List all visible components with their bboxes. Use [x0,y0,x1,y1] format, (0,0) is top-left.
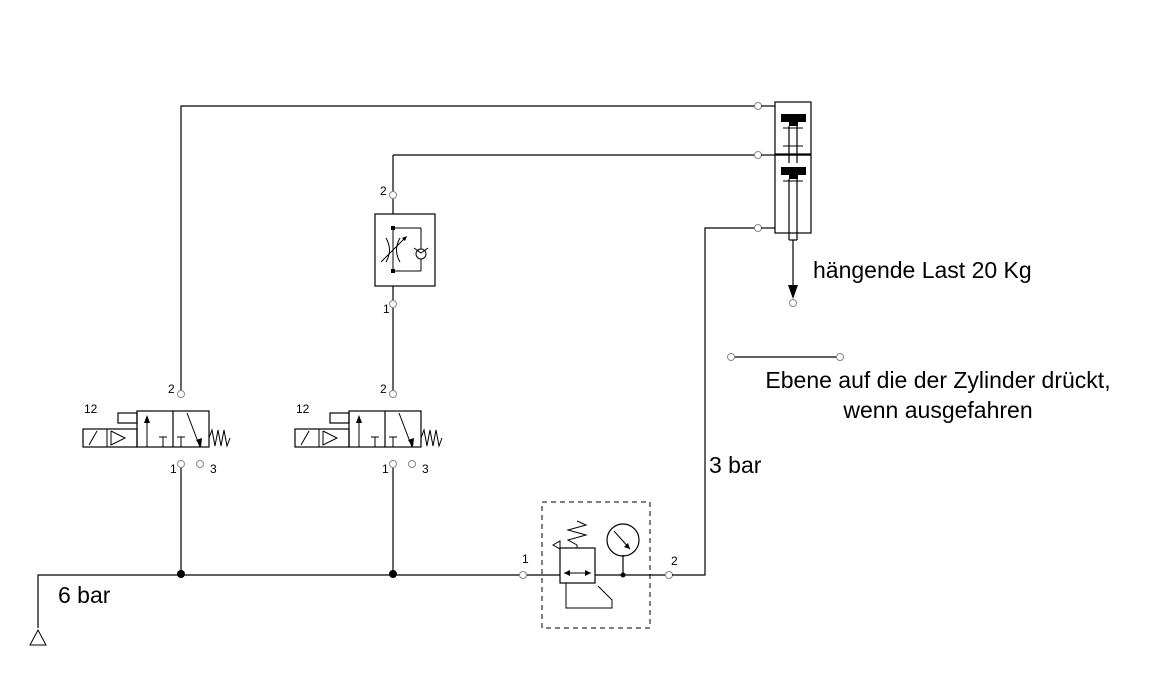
valve1-pilot-label: 12 [84,402,98,416]
plane-label-line2: wenn ausgefahren [842,397,1032,423]
regulated-pressure-label: 3 bar [709,452,762,478]
valve2-pilot-label: 12 [296,402,310,416]
valve1-port-1-label: 1 [170,462,177,476]
valve2-port-2-label: 2 [380,382,387,396]
valve1-lines [180,105,756,574]
reference-plane [727,353,844,361]
throttle-port-1-label: 1 [383,302,390,316]
valve2-lines [392,154,756,574]
regulator-port-2-label: 2 [671,554,678,568]
load-label: hängende Last 20 Kg [813,257,1032,283]
flow-control-valve [374,191,436,308]
valve2-port-3-label: 3 [422,462,429,476]
valve1-port-2-label: 2 [168,382,175,396]
throttle-port-2-label: 2 [380,184,387,198]
load-arrow-icon [788,240,798,307]
plane-label-line1: Ebene auf die der Zylinder drückt, [765,367,1110,393]
solenoid-valve-2 [294,390,443,468]
supply-pressure-label: 6 bar [58,582,111,608]
solenoid-valve-1 [82,390,231,468]
supply-source-icon [29,628,47,646]
regulator-port-1-label: 1 [522,552,529,566]
valve1-port-3-label: 3 [210,462,217,476]
tandem-cylinder [754,101,812,241]
regulated-supply-line [672,227,756,576]
valve2-port-1-label: 1 [382,462,389,476]
pressure-regulator [519,501,673,629]
